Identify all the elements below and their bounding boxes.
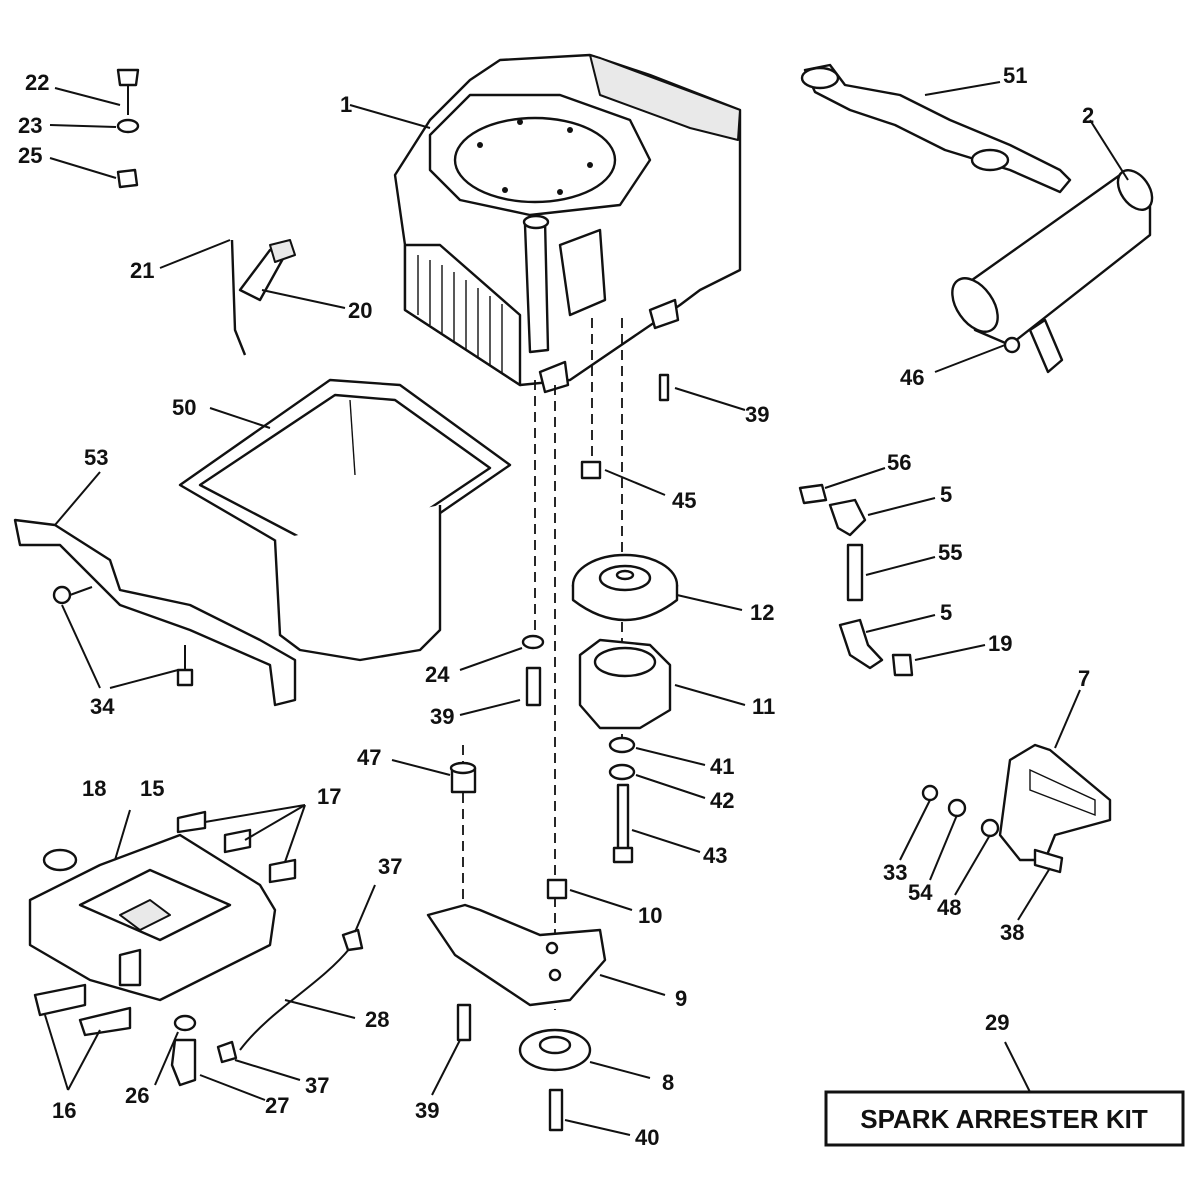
callout-34: 34 xyxy=(90,694,115,719)
spark-arrester-kit-box: SPARK ARRESTER KIT xyxy=(824,1041,1185,1147)
callout-46: 46 xyxy=(900,365,924,390)
callout-15: 15 xyxy=(140,776,164,801)
callout-33: 33 xyxy=(883,860,907,885)
idler-bracket xyxy=(426,903,666,1007)
callout-8: 8 xyxy=(662,1070,674,1095)
callout-39-mid: 39 xyxy=(430,704,454,729)
callout-40: 40 xyxy=(635,1125,659,1150)
callout-27: 27 xyxy=(265,1093,289,1118)
callout-56: 56 xyxy=(887,450,911,475)
callout-12: 12 xyxy=(750,600,774,625)
pulley xyxy=(571,553,743,622)
washer-stack xyxy=(608,736,706,864)
bushing xyxy=(546,878,633,911)
callout-11: 11 xyxy=(752,694,775,719)
callout-23: 23 xyxy=(18,113,42,138)
callout-26: 26 xyxy=(125,1083,149,1108)
fuel-line xyxy=(154,884,376,1101)
engine xyxy=(349,53,742,394)
callout-1: 1 xyxy=(340,92,352,117)
callout-5-upper: 5 xyxy=(940,482,952,507)
callout-22: 22 xyxy=(25,70,49,95)
callout-39-top: 39 xyxy=(745,402,769,427)
drain-fittings xyxy=(798,467,986,677)
washer xyxy=(459,634,545,671)
callout-47: 47 xyxy=(357,745,381,770)
heat-shield-bracket xyxy=(899,689,1112,921)
callout-48: 48 xyxy=(937,895,961,920)
callout-41: 41 xyxy=(710,754,734,779)
exhaust-pipe xyxy=(800,63,1072,194)
callout-labels: 1 2 51 22 23 25 21 20 50 39 46 53 45 56 … xyxy=(18,63,1094,1150)
idler-pulley xyxy=(518,1028,651,1136)
callout-29: 29 xyxy=(985,1010,1009,1035)
callout-45: 45 xyxy=(672,488,696,513)
callout-43: 43 xyxy=(703,843,727,868)
callout-20: 20 xyxy=(348,298,372,323)
callout-17: 17 xyxy=(317,784,341,809)
callout-37-top: 37 xyxy=(378,854,402,879)
nut xyxy=(580,460,666,496)
callout-5-lower: 5 xyxy=(940,600,952,625)
callout-24: 24 xyxy=(425,662,450,687)
bolt xyxy=(431,373,746,1096)
bracket xyxy=(13,471,297,707)
callout-54: 54 xyxy=(908,880,933,905)
callout-51: 51 xyxy=(1003,63,1027,88)
fuel-tank xyxy=(28,804,306,1091)
callout-2: 2 xyxy=(1082,103,1094,128)
muffler xyxy=(934,119,1154,374)
callout-10: 10 xyxy=(638,903,662,928)
callout-53: 53 xyxy=(84,445,108,470)
alignment-lines xyxy=(462,318,623,1010)
callout-25: 25 xyxy=(18,143,42,168)
callout-39-bottom: 39 xyxy=(415,1098,439,1123)
callout-38: 38 xyxy=(1000,920,1024,945)
oil-drain-plug xyxy=(49,68,140,189)
throttle-control xyxy=(159,239,346,356)
engine-base xyxy=(178,378,512,662)
spacer xyxy=(391,759,477,794)
spark-arrester-kit-label: SPARK ARRESTER KIT xyxy=(860,1104,1148,1134)
clutch xyxy=(578,638,746,730)
callout-16: 16 xyxy=(52,1098,76,1123)
callout-21: 21 xyxy=(130,258,154,283)
callout-55: 55 xyxy=(938,540,962,565)
callout-50: 50 xyxy=(172,395,196,420)
callout-7: 7 xyxy=(1078,666,1090,691)
callout-19: 19 xyxy=(988,631,1012,656)
callout-42: 42 xyxy=(710,788,734,813)
callout-28: 28 xyxy=(365,1007,389,1032)
callout-9: 9 xyxy=(675,986,687,1011)
callout-18: 18 xyxy=(82,776,106,801)
callout-37-bottom: 37 xyxy=(305,1073,329,1098)
